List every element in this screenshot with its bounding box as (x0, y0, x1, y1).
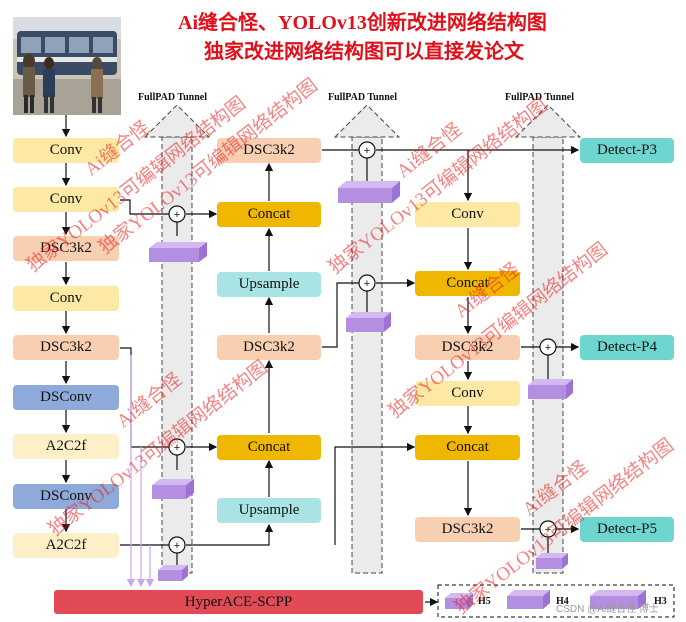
feature-block-h4 (149, 242, 207, 262)
add-node (358, 274, 376, 292)
neck-right-conv-1[interactable]: Conv (415, 202, 520, 227)
feature-block-h4 (528, 379, 573, 399)
neck-right-dsc3k2-2[interactable]: DSC3k2 (415, 517, 520, 542)
hyperace-scpp-block[interactable]: HyperACE-SCPP (54, 590, 423, 614)
neck-right-concat-1[interactable]: Concat (415, 271, 520, 296)
backbone-conv-1[interactable]: Conv (13, 138, 119, 163)
neck-concat-2[interactable]: Concat (217, 435, 321, 460)
add-node (168, 205, 186, 223)
add-symbol: + (174, 209, 180, 221)
legend-label-h4: H4 (556, 596, 569, 607)
legend (437, 584, 675, 618)
tunnel-label: FullPAD Tunnel (138, 92, 208, 103)
legend-swatch-h5 (445, 593, 473, 609)
tunnel-label: FullPAD Tunnel (505, 92, 575, 103)
neck-dsc3k2-mid[interactable]: DSC3k2 (217, 335, 321, 360)
backbone-dsc3k2-1[interactable]: DSC3k2 (13, 236, 119, 261)
backbone-a2c2f-1[interactable]: A2C2f (13, 434, 119, 459)
legend-label-h3: H3 (654, 596, 667, 607)
neck-upsample-1[interactable]: Upsample (217, 272, 321, 297)
feature-block-h5 (158, 565, 188, 581)
add-symbol: + (545, 342, 551, 354)
neck-dsc3k2-top[interactable]: DSC3k2 (217, 138, 321, 163)
feature-block-h3 (338, 181, 400, 203)
input-image (13, 17, 121, 115)
feature-block-h5 (152, 479, 194, 499)
detect-head-p4[interactable]: Detect-P4 (580, 335, 674, 360)
neck-upsample-2[interactable]: Upsample (217, 498, 321, 523)
hyperace-input-lines (126, 355, 439, 607)
add-node-symbols: + + + + + + + (174, 145, 551, 552)
detect-head-p5[interactable]: Detect-P5 (580, 517, 674, 542)
feature-block-h5 (536, 553, 568, 569)
feature-blocks (149, 181, 573, 581)
add-symbol: + (364, 145, 370, 157)
neck-right-conv-2[interactable]: Conv (415, 381, 520, 406)
backbone-dsconv-1[interactable]: DSConv (13, 385, 119, 410)
backbone-dsc3k2-2[interactable]: DSC3k2 (13, 335, 119, 360)
fullpad-tunnel-1 (143, 104, 211, 574)
feature-block-h4 (346, 312, 391, 332)
neck-concat-1[interactable]: Concat (217, 202, 321, 227)
add-symbol: + (174, 540, 180, 552)
add-symbol: + (174, 442, 180, 454)
add-nodes (168, 141, 557, 554)
backbone-a2c2f-2[interactable]: A2C2f (13, 533, 119, 558)
backbone-conv-3[interactable]: Conv (13, 286, 119, 311)
title-line-2: 独家改进网络结构图可以直接发论文 (204, 41, 524, 63)
legend-label-h5: H5 (478, 596, 491, 607)
backbone-dsconv-2[interactable]: DSConv (13, 484, 119, 509)
csdn-credit: CSDN @Ai缝合怪 博士 (556, 604, 659, 615)
detect-head-p3[interactable]: Detect-P3 (580, 138, 674, 163)
add-node (168, 536, 186, 554)
add-symbol: + (364, 278, 370, 290)
legend-swatch-h3 (590, 590, 646, 609)
neck-right-dsc3k2-1[interactable]: DSC3k2 (415, 335, 520, 360)
add-node (539, 520, 557, 538)
fullpad-tunnel-2 (333, 104, 401, 574)
backbone-arrows (61, 115, 580, 566)
backbone-conv-2[interactable]: Conv (13, 187, 119, 212)
add-node (168, 438, 186, 456)
street-scene-illustration (13, 17, 121, 115)
title-line-1: Ai缝合怪、YOLOv13创新改进网络结构图 (178, 12, 547, 34)
add-node (539, 338, 557, 356)
add-node (358, 141, 376, 159)
legend-swatch-h4 (507, 590, 550, 609)
tunnel-label: FullPAD Tunnel (328, 92, 398, 103)
neck-right-concat-2[interactable]: Concat (415, 435, 520, 460)
add-symbol: + (545, 524, 551, 536)
